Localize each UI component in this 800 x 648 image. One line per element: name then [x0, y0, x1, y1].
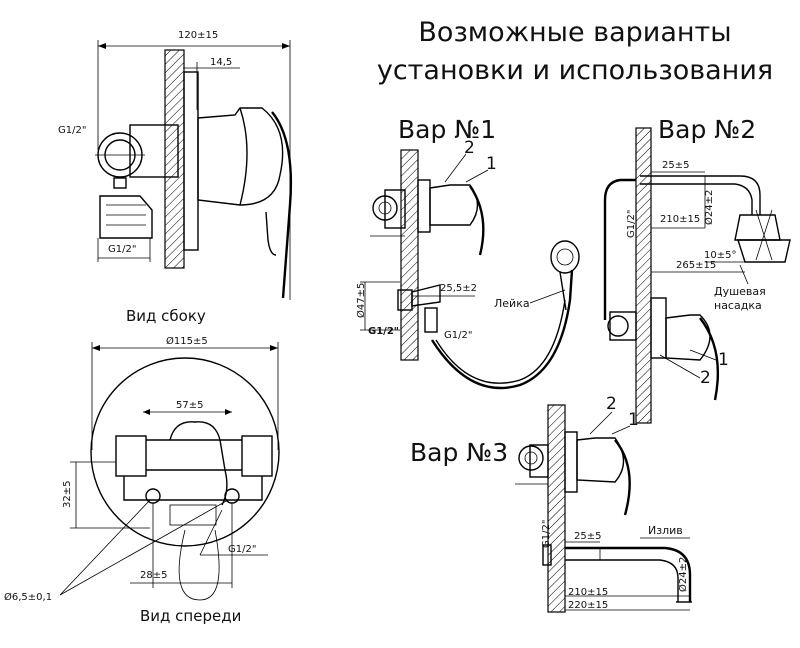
var1-dim-height: Ø47±5 [356, 282, 367, 318]
variant-2-drawing [603, 127, 791, 424]
front-view-drawing [59, 342, 280, 601]
var2-dim-25: 25±5 [662, 160, 690, 171]
var2-dim-angle: 10±5° [704, 250, 737, 261]
title-line-1: Возможные варианты [418, 17, 732, 48]
var1-thread-left: G1/2" [368, 326, 399, 337]
front-thread: G1/2" [228, 544, 257, 555]
front-dim-spacing: 28±5 [140, 570, 168, 581]
var3-dim-25: 25±5 [574, 531, 602, 542]
var1-dim-offset: 25,5±2 [440, 283, 478, 294]
side-dim-depth: 14,5 [210, 57, 233, 68]
var3-dim-220: 220±15 [568, 600, 609, 611]
var2-dim-210: 210±15 [660, 214, 701, 225]
var1-callout-2: 2 [464, 138, 475, 158]
side-view-drawing [95, 40, 293, 300]
var3-callout-1: 1 [628, 410, 639, 430]
var1-hose-label: Лейка [494, 297, 530, 310]
var2-thread: G1/2" [626, 209, 637, 238]
side-thread-bottom: G1/2" [108, 244, 137, 255]
front-dim-width: 57±5 [176, 400, 204, 411]
var2-dim-diam: Ø24±2 [704, 189, 715, 225]
var3-label: Вар №3 [410, 438, 509, 467]
var2-shower-label-1: Душевая [714, 285, 766, 298]
front-dim-height: 32±5 [62, 480, 73, 508]
var3-dim-210: 210±15 [568, 587, 609, 598]
var3-thread: G1/2" [541, 519, 552, 548]
title-line-2: установки и использования [376, 55, 774, 86]
var1-callout-1: 1 [486, 154, 497, 174]
side-dim-total: 120±15 [178, 30, 219, 41]
variant-1-drawing [360, 149, 580, 390]
var3-callout-2: 2 [606, 394, 617, 414]
front-dim-hole: Ø6,5±0,1 [4, 592, 53, 603]
front-view-caption: Вид спереди [140, 607, 242, 625]
var3-spout-label: Излив [648, 524, 683, 537]
var2-callout-2: 2 [700, 368, 711, 388]
var2-label: Вар №2 [658, 115, 757, 144]
var3-dim-diam: Ø24±2 [678, 556, 689, 592]
side-view-caption: Вид сбоку [126, 307, 206, 325]
side-thread-top: G1/2" [58, 125, 87, 136]
var2-callout-1: 1 [718, 350, 729, 370]
var2-dim-265: 265±15 [676, 260, 717, 271]
var1-thread-right: G1/2" [444, 330, 473, 341]
var2-shower-label-2: насадка [714, 299, 762, 312]
front-dim-diameter: Ø115±5 [166, 336, 208, 347]
variant-3-drawing [515, 404, 692, 613]
var1-label: Вар №1 [398, 115, 497, 144]
